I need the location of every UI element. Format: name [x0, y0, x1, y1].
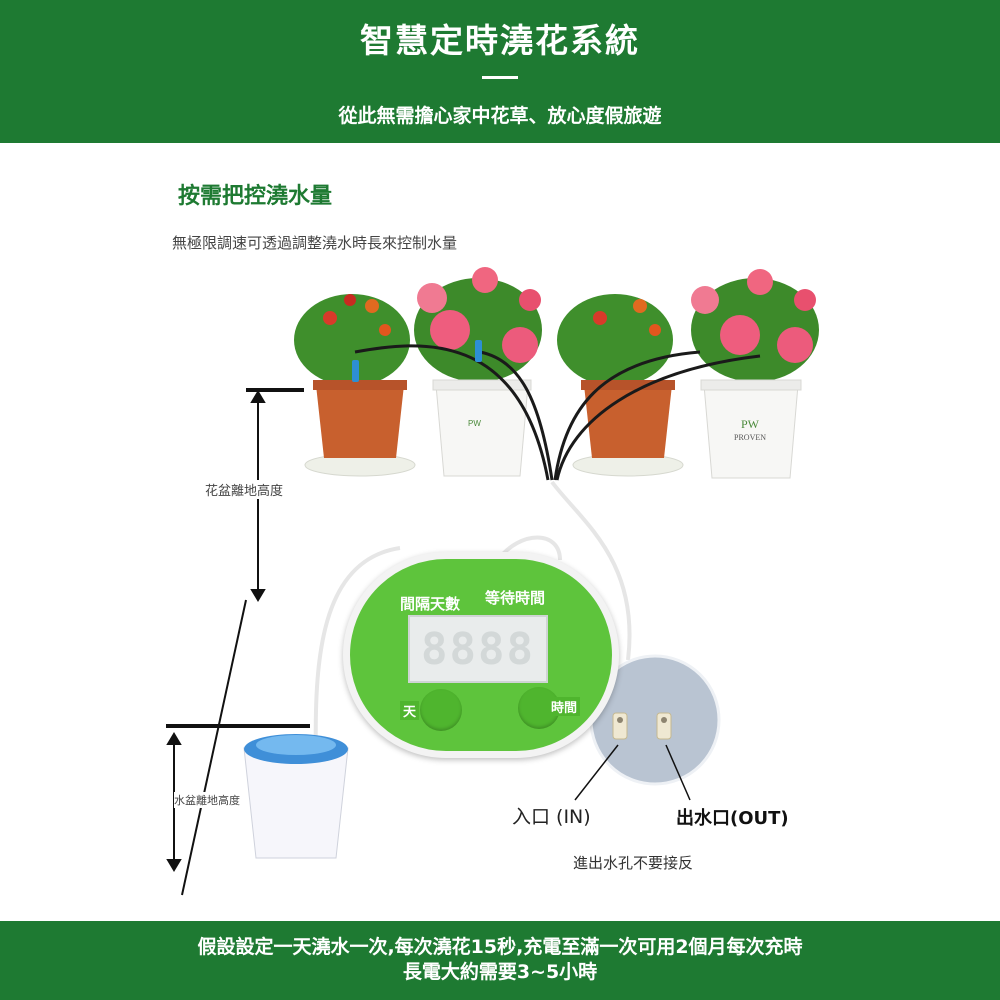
lcd-display: 8888 — [408, 615, 548, 683]
white-pot-2-subtext: PROVEN — [734, 433, 766, 442]
day-button-label: 天 — [400, 701, 420, 720]
page-subtitle: 從此無需擔心家中花草、放心度假旅遊 — [338, 105, 662, 127]
interval-days-label: 間隔天數 — [400, 595, 461, 613]
timer-device: 間隔天數 等待時間 8888 天 時間 — [343, 552, 619, 758]
tank-height-label: 水盆離地高度 — [174, 792, 240, 808]
footer-text: 假設設定一天澆水一次,每次澆花15秒,充電至滿一次可用2個月每次充時 長電大約需… — [0, 935, 1000, 985]
tube-clip-1 — [352, 360, 359, 382]
section-title: 按需把控澆水量 — [178, 184, 333, 209]
tube-clip-2 — [475, 340, 482, 362]
inlet-label: 入口 (IN) — [512, 806, 591, 828]
flowers — [323, 267, 816, 363]
white-pot-1-text: PW — [468, 419, 481, 428]
drip-tubes — [354, 344, 761, 481]
day-button[interactable] — [420, 689, 462, 731]
footer-line-2: 長電大約需要3~5小時 — [402, 961, 598, 983]
pot-height-label: 花盆離地高度 — [205, 480, 284, 499]
white-hoses — [313, 480, 632, 761]
title-divider — [482, 76, 518, 79]
watering-illustration: PW PW PROVEN — [166, 267, 819, 896]
header-banner — [0, 0, 1000, 143]
outlet-label: 出水口(OUT) — [676, 808, 789, 829]
lcd-digits: 8888 — [421, 623, 535, 675]
wait-time-label: 等待時間 — [485, 589, 546, 607]
water-cup — [243, 734, 349, 859]
section-description: 無極限調速可透過調整澆水時長來控制水量 — [172, 234, 458, 252]
terracotta-pot-1 — [316, 385, 404, 458]
white-pot-2-text: PW — [741, 417, 760, 431]
port-closeup — [574, 654, 721, 801]
footer-line-1: 假設設定一天澆水一次,每次澆花15秒,充電至滿一次可用2個月每次充時 — [197, 936, 803, 958]
page-title: 智慧定時澆花系統 — [360, 21, 640, 60]
white-pot-2 — [703, 384, 799, 479]
terracotta-pot-2 — [584, 385, 672, 458]
footer-banner — [0, 921, 1000, 1000]
port-warning-note: 進出水孔不要接反 — [573, 854, 694, 872]
time-button-label: 時間 — [548, 697, 581, 716]
white-pot-1 — [435, 384, 529, 477]
